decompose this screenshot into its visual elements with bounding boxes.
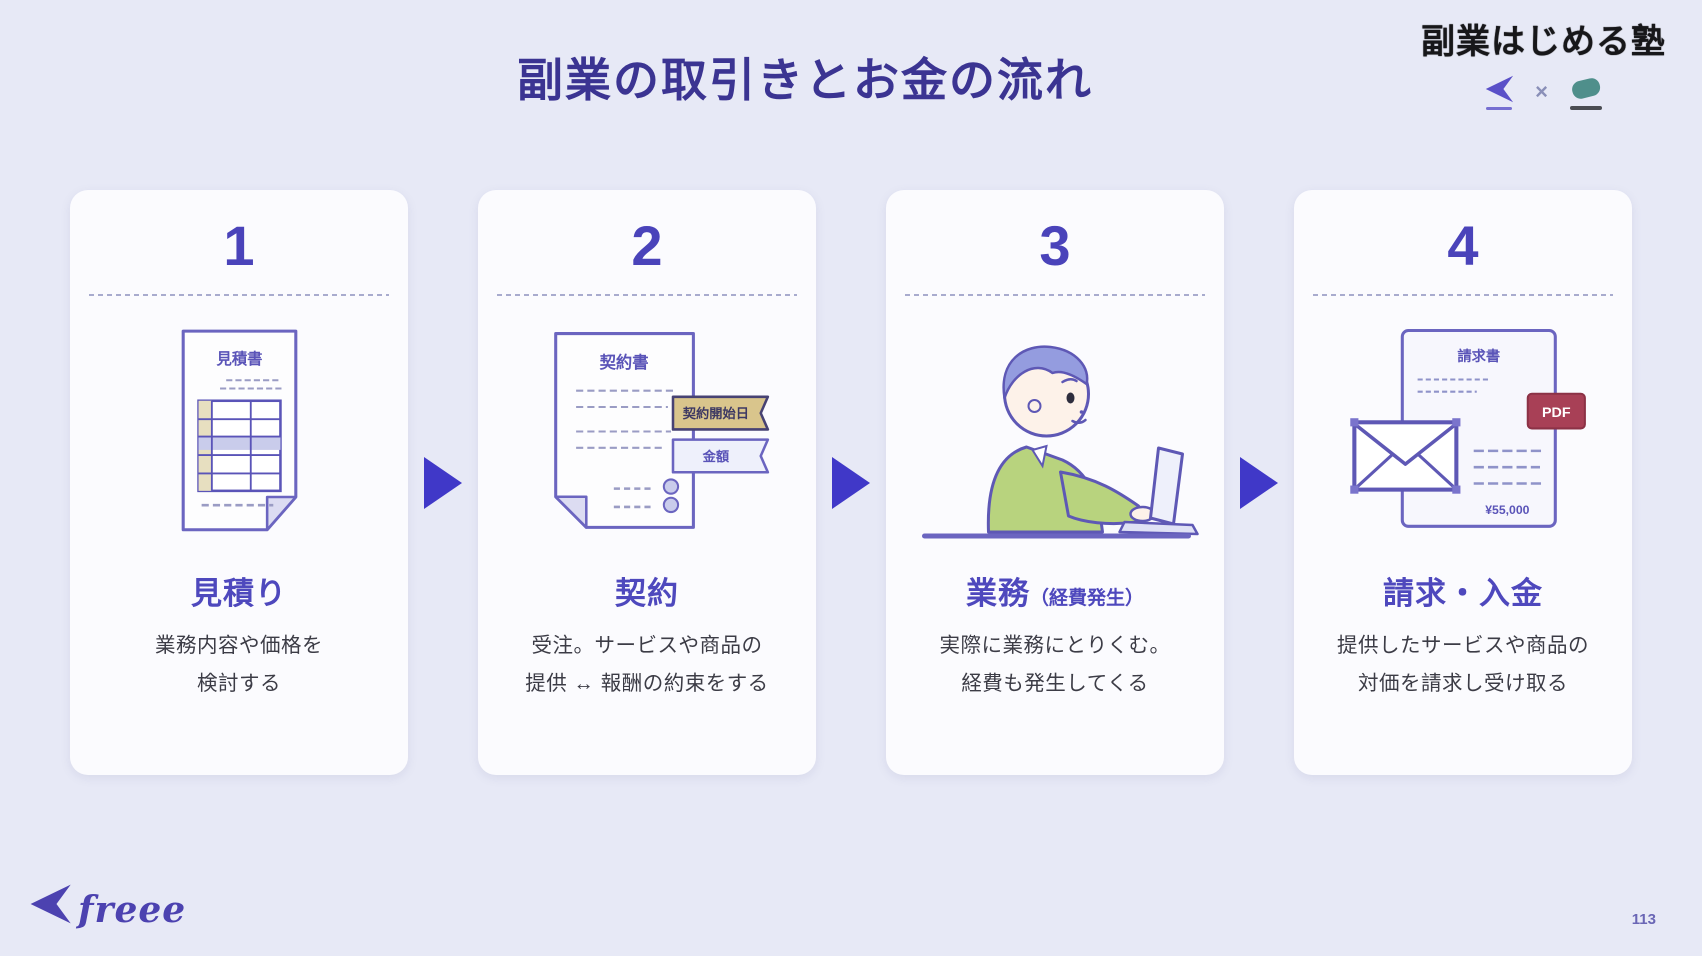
freee-swallow-icon	[30, 884, 71, 924]
svg-text:契約書: 契約書	[598, 353, 648, 372]
arrow-cell	[1224, 190, 1294, 775]
arrow-right-icon	[832, 456, 870, 509]
brand-block: 副業はじめる塾 ×	[1421, 14, 1666, 110]
pdf-badge: PDF	[1526, 392, 1586, 429]
divider	[497, 294, 797, 296]
partner-logo-icon	[1568, 73, 1604, 110]
freee-logo-text: freee	[78, 888, 187, 931]
steps-row: 1 見積書	[70, 190, 1632, 775]
svg-text:PDF: PDF	[1542, 405, 1571, 421]
x-icon: ×	[1535, 78, 1548, 104]
contract-document-illustration: 契約書 契約開始日 金額	[478, 304, 816, 560]
step-title: 請求・入金	[1383, 576, 1543, 611]
arrow-right-icon	[1240, 456, 1278, 509]
arrow-cell	[408, 190, 478, 775]
step-card-3: 3	[886, 190, 1224, 775]
svg-text:見積書: 見積書	[215, 348, 262, 367]
divider	[1313, 294, 1613, 296]
invoice-document-illustration: 請求書 PDF ¥55,000	[1294, 304, 1632, 560]
step-description: 実際に業務にとりくむ。 経費も発生してくる	[939, 634, 1171, 695]
page-title: 副業の取引きとお金の流れ	[517, 54, 1093, 106]
partner-wordmark-bar	[1569, 106, 1602, 110]
divider	[89, 294, 389, 296]
arrow-cell	[816, 190, 886, 775]
envelope-icon	[1349, 417, 1460, 494]
step-description: 提供したサービスや商品の 対価を請求し受け取る	[1337, 634, 1589, 695]
step-number: 1	[223, 214, 255, 277]
svg-text:契約開始日: 契約開始日	[681, 405, 748, 421]
divider	[905, 294, 1205, 296]
step-description: 業務内容や価格を 検討する	[155, 634, 323, 695]
freee-wordmark-bar	[1486, 106, 1513, 110]
svg-text:¥55,000: ¥55,000	[1485, 503, 1529, 517]
step-card-2: 2 契約書 契約開始日 金額	[478, 190, 816, 775]
quote-document-illustration: 見積書	[70, 304, 408, 560]
page-number: 113	[1631, 911, 1656, 928]
step-card-1: 1 見積書	[70, 190, 408, 775]
svg-text:請求書: 請求書	[1457, 347, 1500, 365]
arrow-right-icon	[424, 456, 462, 509]
step-title: 見積り	[191, 576, 287, 611]
step-title: 業務（経費発生）	[965, 576, 1144, 611]
step-number: 3	[1039, 214, 1071, 277]
freee-swallow-icon	[1483, 74, 1515, 110]
brand-title: 副業はじめる塾	[1421, 24, 1666, 61]
svg-text:金額: 金額	[701, 448, 729, 464]
step-title: 契約	[615, 576, 679, 611]
freee-logo: freee	[26, 882, 187, 931]
step-card-4: 4 請求書 PDF ¥55,000	[1294, 190, 1632, 775]
brand-logos: ×	[1421, 73, 1666, 110]
step-description: 受注。サービスや商品の 提供 ↔ 報酬の約束をする	[525, 634, 769, 695]
person-laptop-illustration	[886, 304, 1224, 560]
step-number: 4	[1447, 214, 1479, 277]
step-number: 2	[631, 214, 663, 277]
